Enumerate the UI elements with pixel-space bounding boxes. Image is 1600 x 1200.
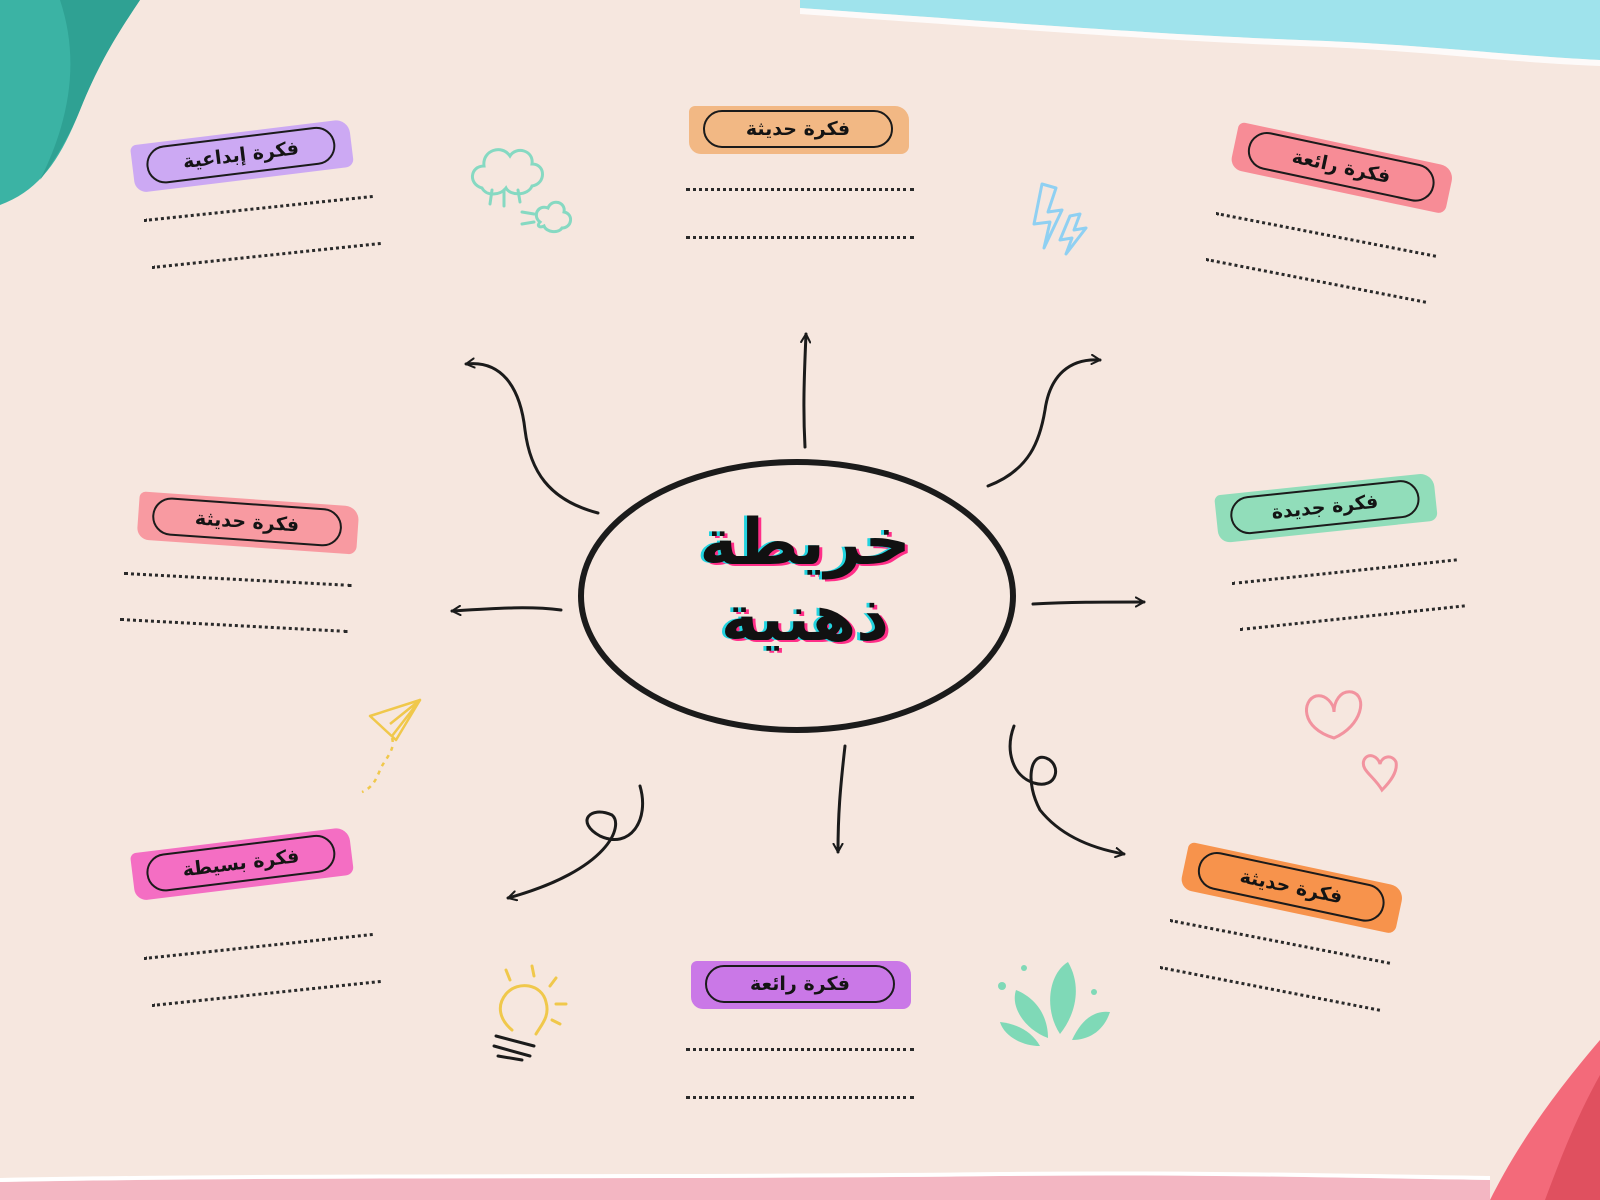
heart-doodle-icon [1305, 690, 1398, 793]
teal-corner-shade [40, 0, 140, 180]
arrow-bottom-left [506, 784, 645, 898]
idea-label-pill: فكرة حديثة [703, 110, 893, 148]
lightbulb-icon [492, 964, 568, 1062]
arrow-top-right [986, 360, 1102, 488]
cyan-strip-edge [800, 8, 1600, 66]
central-topic-line-1: خريطة [699, 506, 911, 580]
idea-label-pill: فكرة رائعة [705, 965, 895, 1003]
arrow-top-left [464, 364, 600, 515]
arrow-bottom-center [838, 744, 847, 854]
leaf-splash-icon [998, 962, 1110, 1046]
bottom-pink-strip [0, 1175, 1490, 1200]
idea-label: فكرة جديدة [1270, 490, 1380, 524]
pink-corner-shade [1545, 1075, 1600, 1200]
arrow-top-center [804, 332, 806, 449]
note-line [686, 236, 914, 239]
cloud-doodle-icon [471, 148, 572, 234]
note-line [686, 1096, 914, 1099]
lightning-icon [1032, 182, 1088, 256]
central-topic: خريطة ذهنية [640, 505, 970, 657]
arrow-middle-right [1031, 602, 1146, 604]
arrow-middle-left [450, 608, 563, 611]
arrow-bottom-right [1008, 724, 1126, 854]
center-ellipse [578, 459, 1016, 733]
paper-plane-icon [361, 698, 422, 794]
idea-label: فكرة حديثة [745, 118, 851, 140]
idea-label: فكرة رائعة [750, 973, 850, 995]
idea-label: فكرة إبداعية [181, 137, 301, 174]
idea-tag-top-center: فكرة حديثة [689, 100, 909, 160]
note-line [686, 188, 914, 191]
central-topic-line-2: ذهنية [720, 582, 890, 656]
idea-label: فكرة حديثة [194, 507, 300, 537]
idea-label: فكرة بسيطة [181, 845, 301, 882]
idea-tag-bottom-center: فكرة رائعة [691, 955, 911, 1015]
note-line [686, 1048, 914, 1051]
cyan-strip [800, 0, 1600, 60]
bottom-torn-edge [0, 1171, 1491, 1182]
